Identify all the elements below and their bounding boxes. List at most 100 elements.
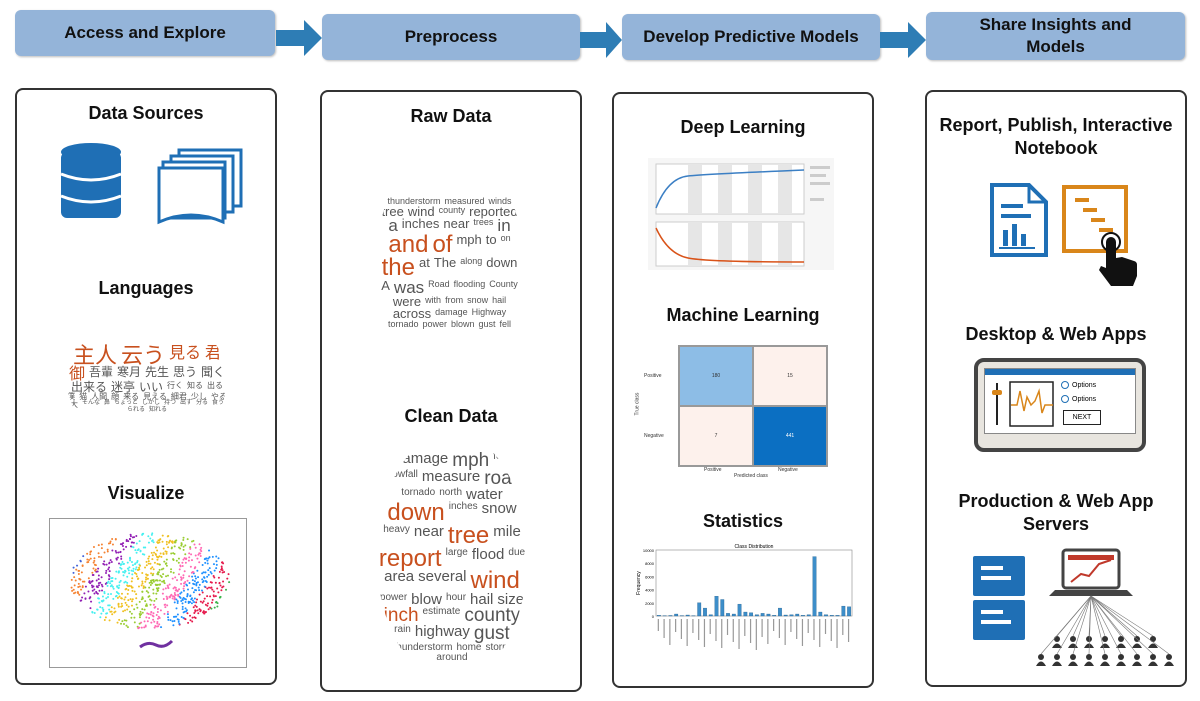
- cloud-word: blown: [451, 319, 475, 330]
- scatter-point: [143, 553, 146, 556]
- scatter-point: [156, 541, 159, 544]
- scatter-point: [90, 600, 93, 603]
- scatter-point: [132, 546, 135, 549]
- bar: [720, 599, 725, 617]
- bar: [755, 614, 759, 617]
- option-label: Options: [1072, 381, 1097, 389]
- cloud-word: damage: [394, 449, 449, 467]
- scatter-point: [110, 561, 113, 564]
- user-icon: [1038, 654, 1044, 660]
- cloud-word: やる: [210, 392, 227, 402]
- scatter-point: [177, 573, 180, 576]
- cloud-word: tree: [381, 203, 404, 219]
- data-sources-heading: Data Sources: [88, 103, 204, 123]
- scatter-point: [72, 571, 75, 574]
- scatter-point: [188, 556, 191, 559]
- slider-icon[interactable]: [991, 381, 1003, 427]
- scatter-point: [173, 552, 176, 555]
- scatter-point: [124, 596, 127, 599]
- scatter-point: [203, 612, 206, 615]
- user-icon: [1100, 643, 1110, 648]
- user-icon: [1164, 661, 1174, 666]
- scatter-point: [132, 570, 135, 573]
- scatter-point: [139, 564, 142, 567]
- scatter-point: [173, 620, 176, 623]
- cloud-word: estimate: [422, 606, 461, 618]
- scatter-point: [170, 552, 173, 555]
- scatter-point: [133, 616, 136, 619]
- user-icon: [1132, 643, 1142, 648]
- scatter-point: [152, 603, 155, 606]
- scatter-point: [120, 555, 123, 558]
- cloud-word: water: [466, 485, 503, 503]
- scatter-point: [159, 552, 162, 555]
- scatter-point: [141, 582, 144, 585]
- scatter-point: [135, 566, 138, 569]
- scatter-point: [142, 585, 145, 588]
- user-icon: [1070, 654, 1076, 660]
- scatter-point: [191, 579, 194, 582]
- user-icon: [1150, 636, 1156, 642]
- scatter-point: [152, 568, 155, 571]
- option-radio[interactable]: Options: [1061, 381, 1096, 389]
- scatter-point: [141, 571, 144, 574]
- scatter-point: [79, 599, 82, 602]
- scatter-point: [166, 584, 169, 587]
- step-access-explore: Access and Explore: [15, 10, 275, 56]
- cloud-word: mph: [452, 449, 490, 471]
- scatter-point: [101, 600, 104, 603]
- scatter-point: [165, 575, 168, 578]
- cloud-word: しかし: [141, 399, 160, 406]
- scatter-point: [167, 534, 170, 537]
- scatter-point: [158, 568, 161, 571]
- x-tick-label: [790, 619, 792, 632]
- scatter-point: [218, 581, 221, 584]
- scatter-point: [170, 547, 173, 550]
- scatter-point: [81, 565, 84, 568]
- scatter-point: [128, 566, 131, 569]
- scatter-point: [125, 604, 128, 607]
- scatter-point: [99, 581, 102, 584]
- scatter-point: [161, 580, 164, 583]
- y-tick-label: 6000: [645, 574, 655, 579]
- scatter-point: [73, 584, 76, 587]
- x-tick-label: [715, 619, 717, 641]
- scatter-point: [197, 576, 200, 579]
- interactive-notebook-icon[interactable]: [1061, 184, 1151, 288]
- scatter-point: [176, 600, 179, 603]
- x-tick-label: [669, 619, 671, 645]
- cloud-word: 君: [205, 344, 222, 362]
- next-button[interactable]: NEXT: [1063, 410, 1101, 425]
- scatter-point: [189, 594, 192, 597]
- scatter-point: [163, 560, 166, 563]
- panel-access-explore: Data Sources Languages 主人云う見る君御吾輩寒月先生思う聞…: [15, 88, 277, 685]
- scatter-point: [186, 593, 189, 596]
- scatter-point: [150, 572, 153, 575]
- option-radio[interactable]: Options: [1061, 395, 1096, 403]
- scatter-point: [97, 555, 100, 558]
- statistics-heading: Statistics: [702, 511, 784, 531]
- cloud-word: 大: [69, 399, 78, 409]
- scatter-point: [166, 604, 169, 607]
- scatter-point: [126, 567, 129, 570]
- scatter-point: [222, 580, 225, 583]
- scatter-point: [194, 575, 197, 578]
- cloud-word: road: [484, 467, 523, 489]
- scatter-point: [101, 585, 104, 588]
- scatter-point: [151, 574, 154, 577]
- cloud-word: 御: [68, 365, 85, 383]
- scatter-point: [156, 549, 159, 552]
- scatter-point: [106, 581, 109, 584]
- scatter-point: [151, 532, 154, 535]
- user-icon: [1054, 654, 1060, 660]
- scatter-point: [196, 609, 199, 612]
- cloud-word: 吾輩: [88, 364, 113, 379]
- x-tick-label: [709, 619, 711, 634]
- scatter-point: [203, 576, 206, 579]
- network-line: [1056, 595, 1092, 655]
- scatter-point: [109, 540, 112, 543]
- cloud-word: at: [419, 254, 430, 270]
- scatter-point: [143, 608, 146, 611]
